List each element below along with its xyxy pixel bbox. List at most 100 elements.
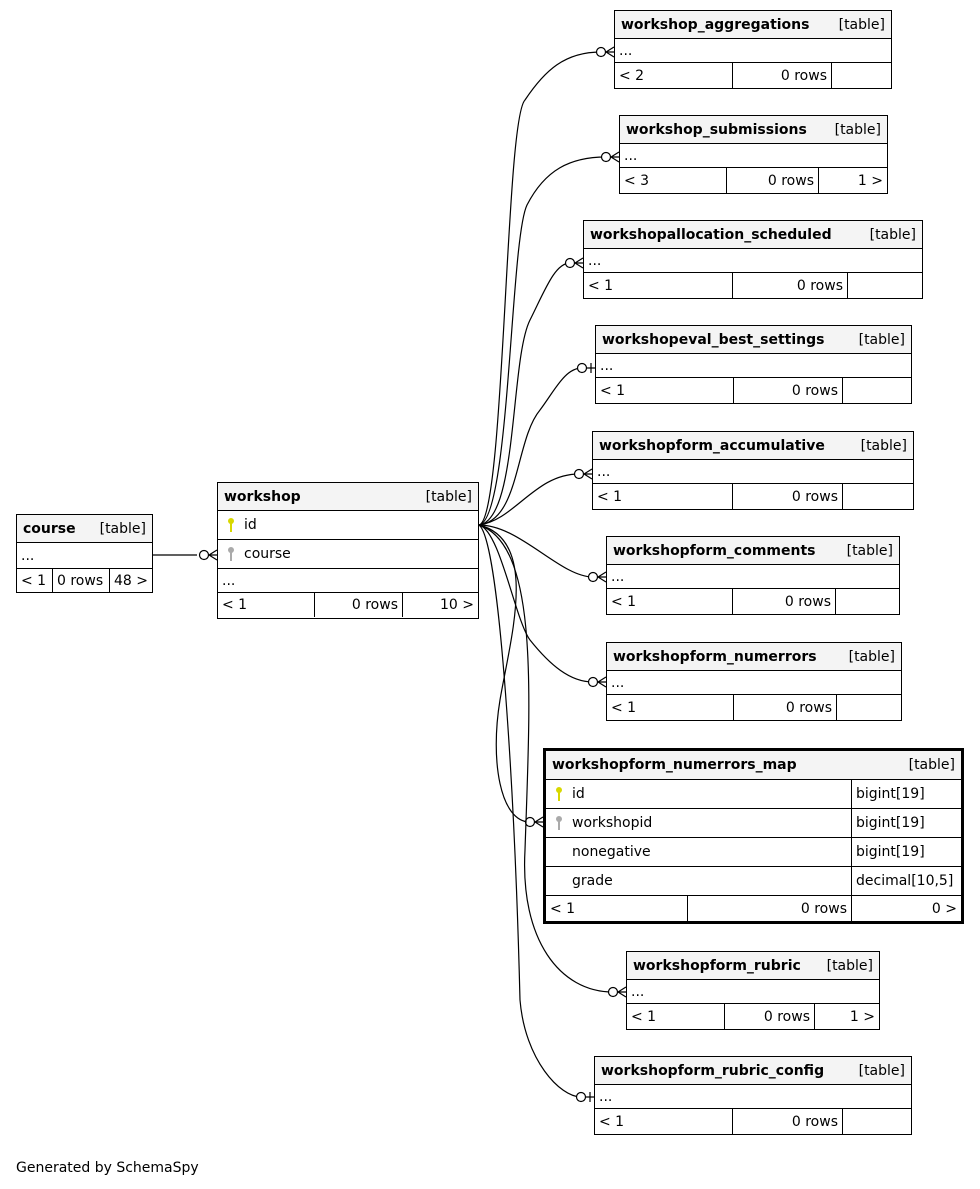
- column-row: id bigint[19]: [546, 780, 961, 809]
- table-type: [table]: [860, 437, 907, 454]
- table-workshopeval-best-settings[interactable]: workshopeval_best_settings [table] ... <…: [595, 325, 912, 404]
- table-header: workshopform_rubric [table]: [627, 952, 879, 980]
- table-workshopallocation-scheduled[interactable]: workshopallocation_scheduled [table] ...…: [583, 220, 923, 299]
- parents-count[interactable]: < 1: [631, 1008, 657, 1025]
- parents-count[interactable]: < 1: [21, 572, 47, 589]
- column-name: id: [572, 786, 585, 802]
- table-header: workshopallocation_scheduled [table]: [584, 221, 922, 249]
- more-columns-row: ...: [595, 1085, 911, 1109]
- column-datatype: bigint[19]: [851, 809, 961, 837]
- table-header: workshopeval_best_settings [table]: [596, 326, 911, 354]
- parents-count[interactable]: < 1: [599, 1113, 625, 1130]
- row-count: 0 rows: [732, 273, 847, 298]
- more-columns-row: ...: [615, 39, 891, 63]
- relationship-line: [478, 262, 571, 526]
- table-type: [table]: [846, 542, 893, 559]
- table-workshopform-comments[interactable]: workshopform_comments [table] ... < 1 0 …: [606, 536, 900, 615]
- table-name: workshopform_comments: [613, 542, 816, 559]
- parents-count[interactable]: < 1: [611, 699, 637, 716]
- table-header: workshopform_numerrors_map [table]: [546, 751, 961, 780]
- children-count[interactable]: [847, 273, 922, 298]
- table-header: workshopform_comments [table]: [607, 537, 899, 565]
- column-name: course: [244, 546, 291, 562]
- zero-optionality-marker: [564, 257, 576, 269]
- crows-foot-marker: [574, 257, 584, 269]
- zero-optionality-marker: [573, 468, 585, 480]
- children-count[interactable]: 1 >: [818, 168, 887, 193]
- parents-count[interactable]: < 1: [222, 597, 248, 613]
- parents-count[interactable]: < 3: [624, 172, 650, 189]
- zero-optionality-marker: [576, 362, 588, 374]
- zero-optionality-marker: [587, 676, 599, 688]
- parents-count[interactable]: < 1: [597, 488, 623, 505]
- summary-row: < 1 0 rows: [607, 695, 901, 720]
- table-workshopform-numerrors-map[interactable]: workshopform_numerrors_map [table] id bi…: [543, 748, 964, 924]
- children-count[interactable]: [835, 589, 899, 614]
- column-name: workshopid: [572, 815, 653, 831]
- row-count: 0 rows: [733, 378, 842, 403]
- row-count: 0 rows: [52, 569, 109, 592]
- table-workshop-aggregations[interactable]: workshop_aggregations [table] ... < 2 0 …: [614, 10, 892, 89]
- table-header: workshopform_rubric_config [table]: [595, 1057, 911, 1085]
- crows-foot-marker: [208, 549, 218, 561]
- zero-optionality-marker: [524, 816, 536, 828]
- column-datatype: bigint[19]: [851, 780, 961, 808]
- table-header: workshop_submissions [table]: [620, 116, 887, 144]
- table-type: [table]: [869, 226, 916, 243]
- footer-credit: Generated by SchemaSpy: [16, 1160, 199, 1176]
- table-workshop[interactable]: workshop [table] id course ... < 1 0 row…: [217, 482, 479, 619]
- more-columns-row: ...: [627, 980, 879, 1004]
- parents-count[interactable]: < 1: [550, 900, 576, 917]
- table-header: workshop [table]: [218, 483, 478, 511]
- column-row: workshopid bigint[19]: [546, 809, 961, 838]
- table-name: workshop: [224, 488, 301, 505]
- parents-count[interactable]: < 2: [619, 67, 645, 84]
- table-workshopform-rubric[interactable]: workshopform_rubric [table] ... < 1 0 ro…: [626, 951, 880, 1030]
- table-type: [table]: [838, 16, 885, 33]
- relationship-line: [478, 524, 614, 993]
- parents-count[interactable]: < 1: [611, 593, 637, 610]
- children-count[interactable]: 0 >: [851, 896, 961, 921]
- children-count[interactable]: [831, 63, 891, 88]
- children-count[interactable]: 48 >: [109, 569, 152, 592]
- crows-foot-marker: [583, 468, 593, 480]
- column-row: course: [218, 540, 478, 569]
- relationship-line: [478, 51, 602, 526]
- crows-foot-marker: [597, 571, 607, 583]
- table-workshopform-numerrors[interactable]: workshopform_numerrors [table] ... < 1 0…: [606, 642, 902, 721]
- children-count[interactable]: [836, 695, 901, 720]
- column-datatype: decimal[10,5]: [851, 867, 961, 895]
- summary-row: < 2 0 rows: [615, 63, 891, 88]
- children-count[interactable]: [842, 484, 913, 509]
- table-workshopform-accumulative[interactable]: workshopform_accumulative [table] ... < …: [592, 431, 914, 510]
- table-header: course [table]: [17, 515, 152, 543]
- children-count[interactable]: 10 >: [402, 593, 478, 617]
- table-name: course: [23, 520, 76, 537]
- more-columns-row: ...: [593, 460, 913, 484]
- table-workshopform-rubric-config[interactable]: workshopform_rubric_config [table] ... <…: [594, 1056, 912, 1135]
- relationship-line: [478, 524, 594, 578]
- table-type: [table]: [826, 957, 873, 974]
- zero-optionality-marker: [198, 549, 210, 561]
- table-name: workshopform_accumulative: [599, 437, 825, 454]
- zero-optionality-marker: [607, 986, 619, 998]
- row-count: 0 rows: [732, 484, 842, 509]
- parents-count[interactable]: < 1: [600, 382, 626, 399]
- children-count[interactable]: 1 >: [814, 1004, 879, 1029]
- column-row: id: [218, 511, 478, 540]
- children-count[interactable]: [842, 1109, 911, 1134]
- table-course[interactable]: course [table] ... < 1 0 rows 48 >: [16, 514, 153, 593]
- relationship-line: [478, 524, 531, 823]
- column-name: id: [244, 517, 257, 533]
- table-header: workshop_aggregations [table]: [615, 11, 891, 39]
- table-type: [table]: [858, 1062, 905, 1079]
- children-count[interactable]: [842, 378, 911, 403]
- summary-row: < 1 0 rows 0 >: [546, 896, 961, 921]
- table-workshop-submissions[interactable]: workshop_submissions [table] ... < 3 0 r…: [619, 115, 888, 194]
- parents-count[interactable]: < 1: [588, 277, 614, 294]
- table-name: workshopform_numerrors_map: [552, 757, 797, 773]
- row-count: 0 rows: [732, 1109, 842, 1134]
- column-datatype: bigint[19]: [851, 838, 961, 866]
- summary-row: < 3 0 rows 1 >: [620, 168, 887, 193]
